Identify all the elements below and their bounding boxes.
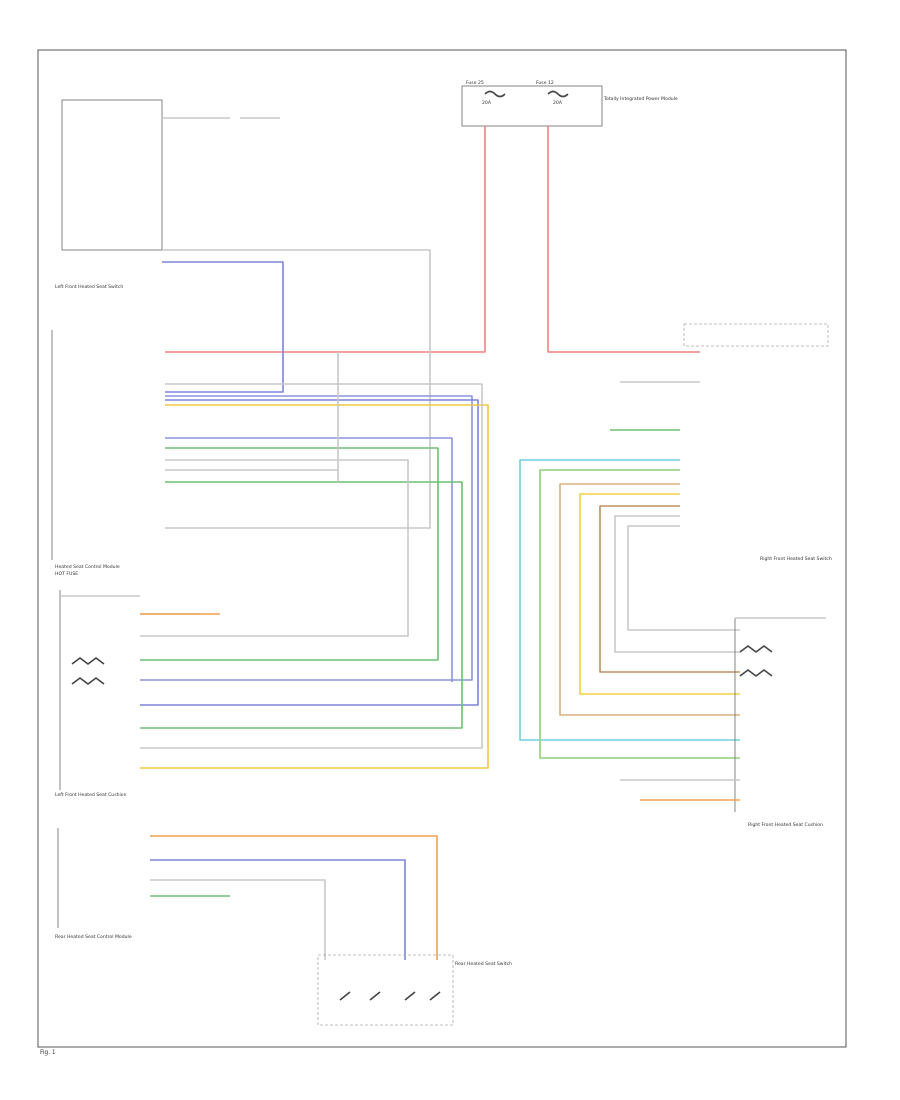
hscm-green-2 <box>140 481 463 729</box>
rf-seat-label: Right Front Heated Seat Cushion <box>748 822 823 828</box>
lf-seat-element <box>71 657 105 685</box>
lf-seat-label: Left Front Heated Seat Cushion <box>55 792 127 798</box>
power-wire-left <box>165 126 486 353</box>
rear-switch-label: Rear Heated Seat Switch <box>455 961 512 967</box>
fuse-2-label: Fuse 12 <box>536 80 554 86</box>
splice-box <box>683 323 829 347</box>
fuse-1-label: Fuse 25 <box>466 80 484 86</box>
hscm-blue-3 <box>165 437 453 682</box>
hscm-label: Heated Seat Control Module <box>55 564 120 570</box>
fuse-1-value: 20A <box>482 100 492 106</box>
rf-brown <box>599 505 740 673</box>
hscm-gray-1 <box>140 383 483 749</box>
rf-gray-2 <box>627 525 740 631</box>
lf-switch-box <box>61 99 163 251</box>
hscm-label-2: HOT FUSE <box>55 571 78 577</box>
rear-switch-box <box>317 954 454 1026</box>
rf-green <box>539 469 740 759</box>
rf-switch-label: Right Front Heated Seat Switch <box>760 556 832 562</box>
rear-orange <box>150 835 438 960</box>
lf-switch-wire-blue <box>162 261 284 393</box>
fuse-2-value: 20A <box>553 100 563 106</box>
rear-blue <box>150 859 406 960</box>
rf-tan <box>559 483 740 716</box>
fuse-1-symbol <box>484 90 506 98</box>
rf-cyan <box>519 459 740 741</box>
rear-switch-contacts <box>339 991 441 1001</box>
rf-yellow <box>579 493 740 695</box>
power-wire-right <box>547 126 700 353</box>
hscm-green <box>140 447 439 661</box>
fuse-box <box>461 85 603 127</box>
rf-gray-1 <box>614 515 740 653</box>
hscm-yellow <box>140 404 489 769</box>
hscm-gray-2 <box>140 459 409 637</box>
rear-module-label: Rear Heated Seat Control Module <box>55 934 132 940</box>
lf-switch-label: Left Front Heated Seat Switch <box>55 284 123 290</box>
diagram-frame <box>37 49 847 1048</box>
rear-gray <box>150 879 326 960</box>
hscm-blue-2 <box>140 399 479 706</box>
fuse-2-symbol <box>547 90 569 98</box>
hscm-blue-1 <box>140 395 473 681</box>
rf-seat-element <box>739 645 773 677</box>
figure-label: Fig. 1 <box>40 1050 56 1056</box>
fuse-box-label: Totally Integrated Power Module <box>603 96 678 102</box>
lf-switch-wire-3 <box>162 249 431 529</box>
